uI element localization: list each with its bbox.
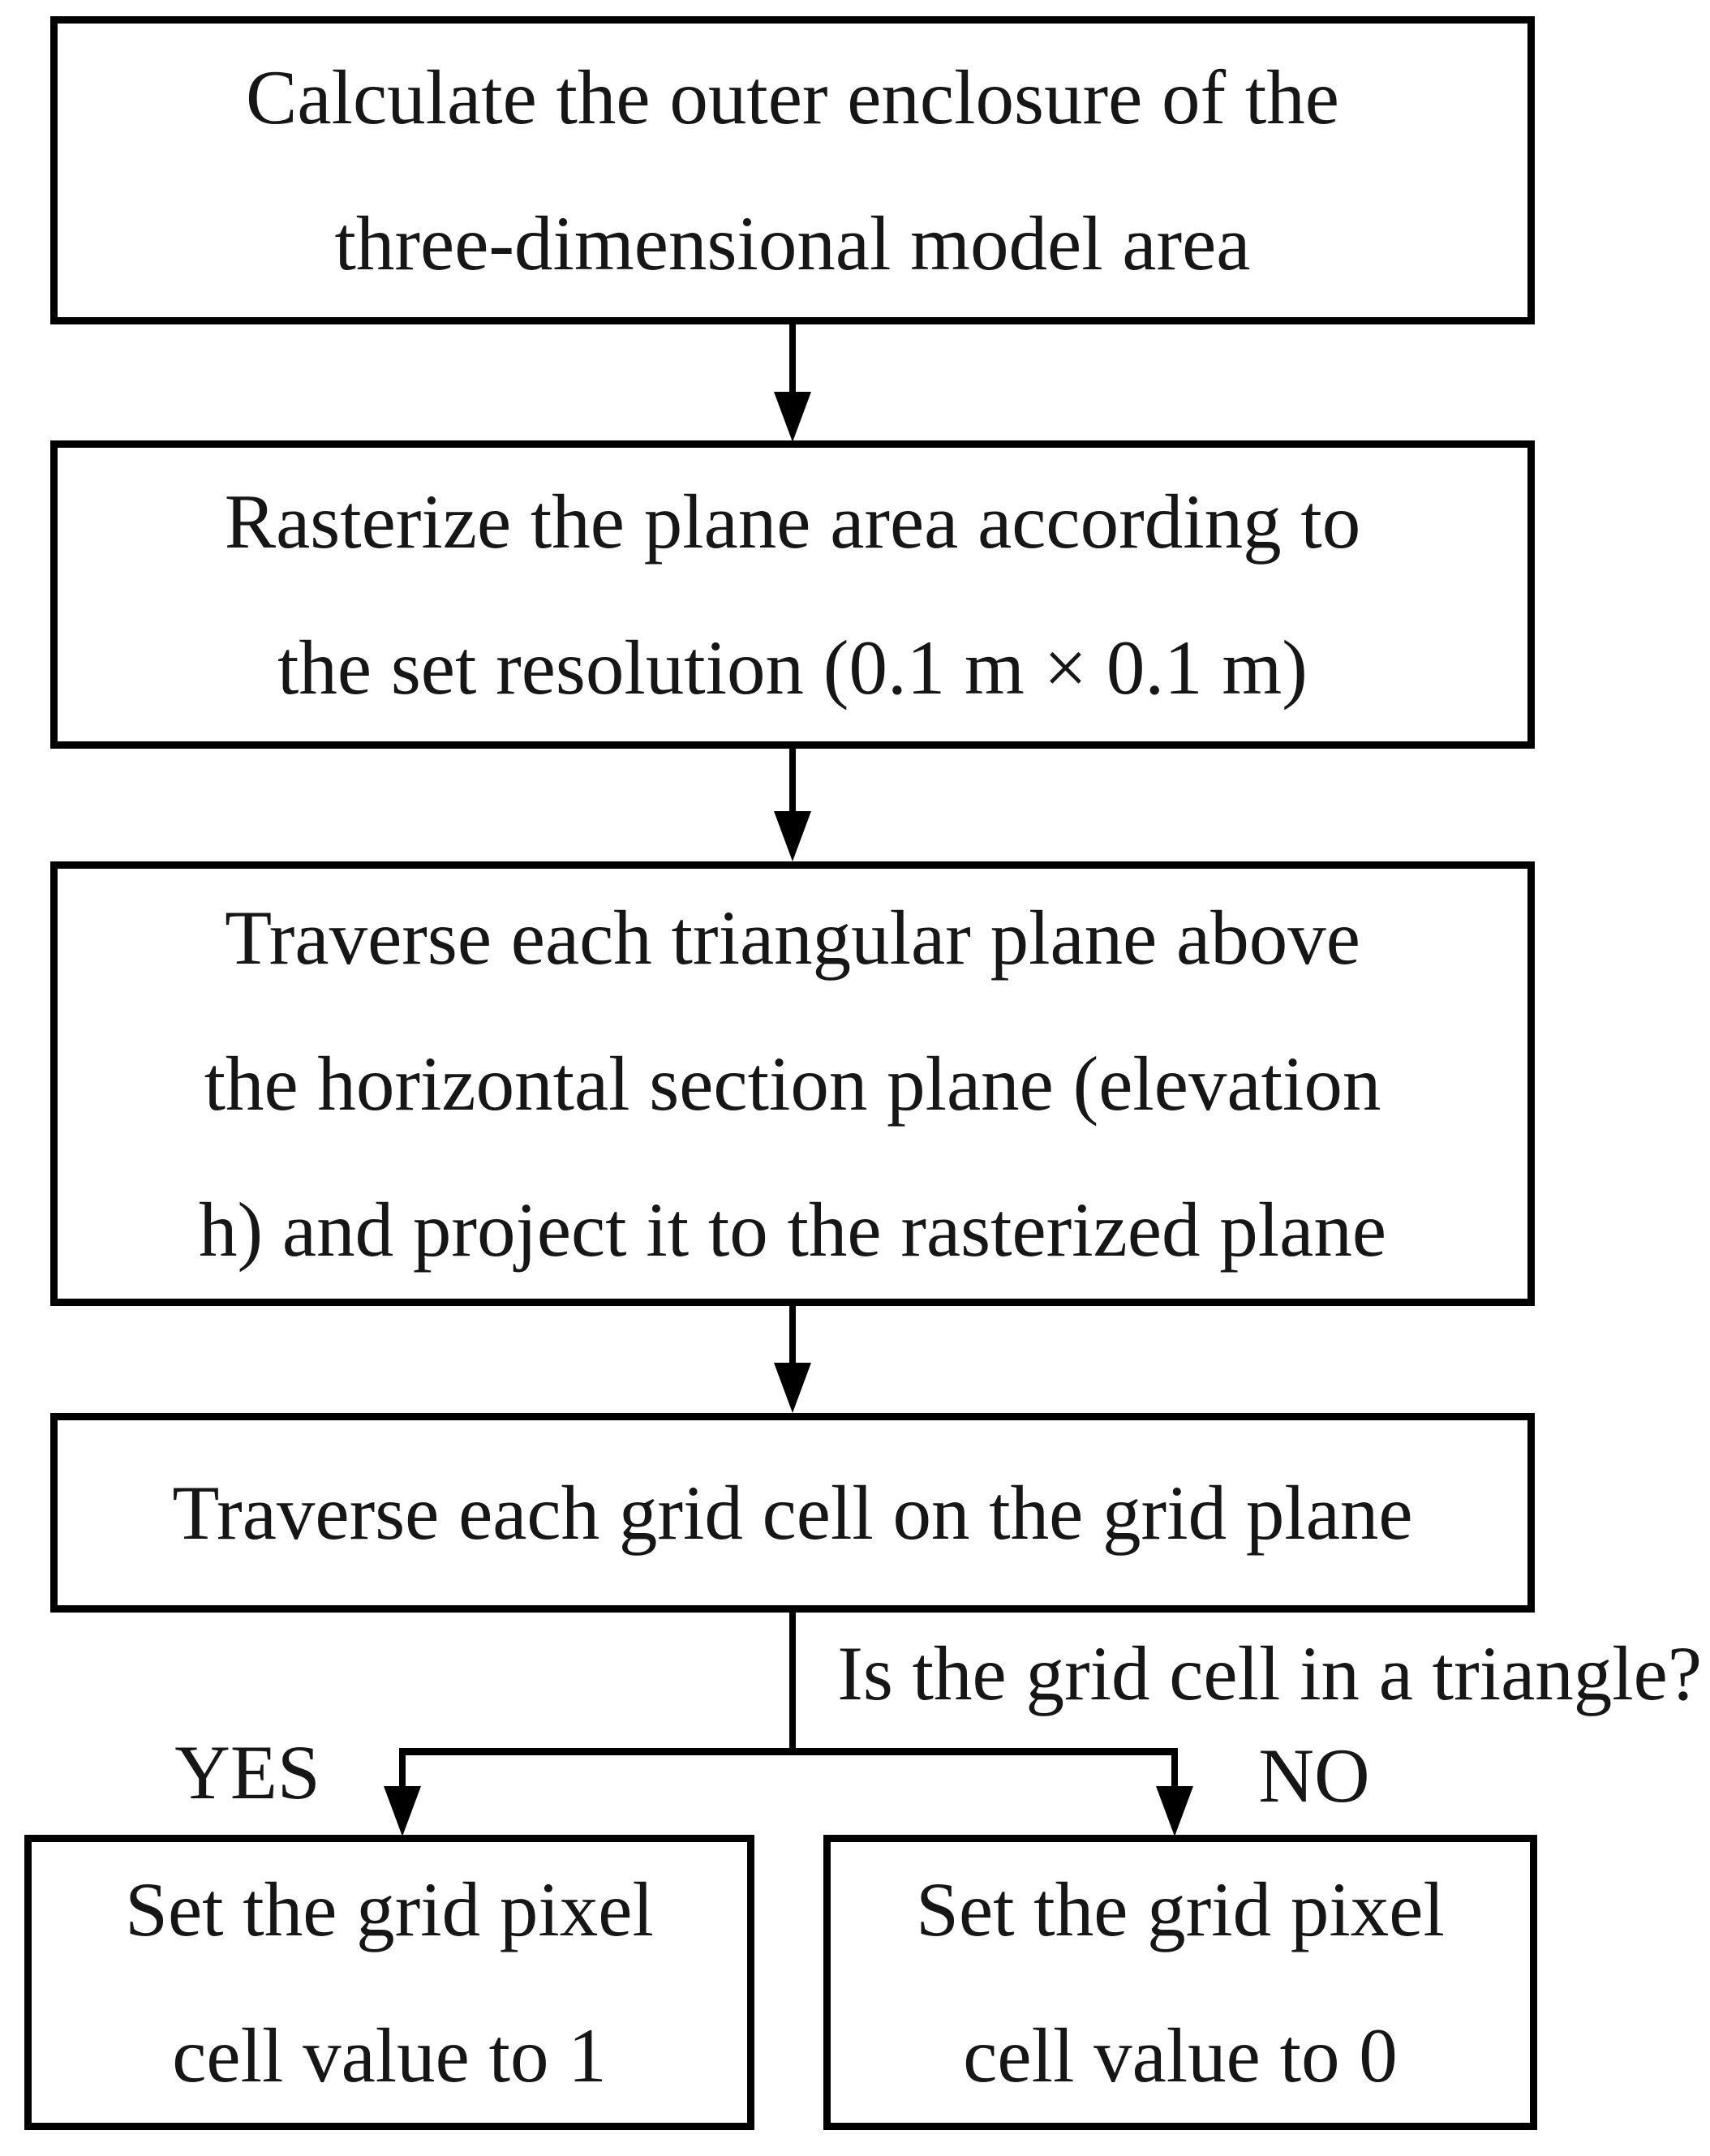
flow-step-traverse-grid-cells-text: Traverse each grid cell on the grid plan… (172, 1470, 1413, 1556)
flow-step-rasterize-plane-text: Rasterize the plane area according to th… (224, 479, 1361, 711)
decision-question-label: Is the grid cell in a triangle? (837, 1630, 1702, 1716)
flow-step-traverse-grid-cells: Traverse each grid cell on the grid plan… (50, 1413, 1535, 1613)
connector-line-1 (789, 323, 796, 397)
connector-line-4 (789, 1611, 796, 1754)
no-label: NO (1258, 1733, 1370, 1819)
yes-label: YES (174, 1729, 320, 1815)
down-arrowhead-3-icon (774, 1363, 811, 1413)
branch-line (399, 1748, 1178, 1755)
flow-step-traverse-triangles: Traverse each triangular plane above the… (50, 861, 1535, 1306)
flow-step-rasterize-plane: Rasterize the plane area according to th… (50, 440, 1535, 749)
flow-result-set-value-1-text: Set the grid pixel cell value to 1 (125, 1866, 654, 2098)
down-arrowhead-2-icon (774, 811, 811, 861)
connector-line-2 (789, 747, 796, 820)
down-arrowhead-1-icon (774, 392, 811, 442)
flow-step-calculate-enclosure: Calculate the outer enclosure of the thr… (50, 16, 1535, 324)
yes-branch-line (399, 1748, 406, 1793)
flow-step-traverse-triangles-text: Traverse each triangular plane above the… (199, 895, 1386, 1273)
no-branch-line (1171, 1748, 1178, 1793)
flow-result-set-value-0: Set the grid pixel cell value to 0 (823, 1835, 1537, 2130)
flow-step-calculate-enclosure-text: Calculate the outer enclosure of the thr… (246, 54, 1339, 286)
connector-line-3 (789, 1304, 796, 1369)
flow-result-set-value-0-text: Set the grid pixel cell value to 0 (916, 1866, 1445, 2098)
no-down-arrowhead-icon (1156, 1786, 1193, 1836)
yes-down-arrowhead-icon (384, 1786, 421, 1836)
flow-result-set-value-1: Set the grid pixel cell value to 1 (24, 1835, 754, 2130)
